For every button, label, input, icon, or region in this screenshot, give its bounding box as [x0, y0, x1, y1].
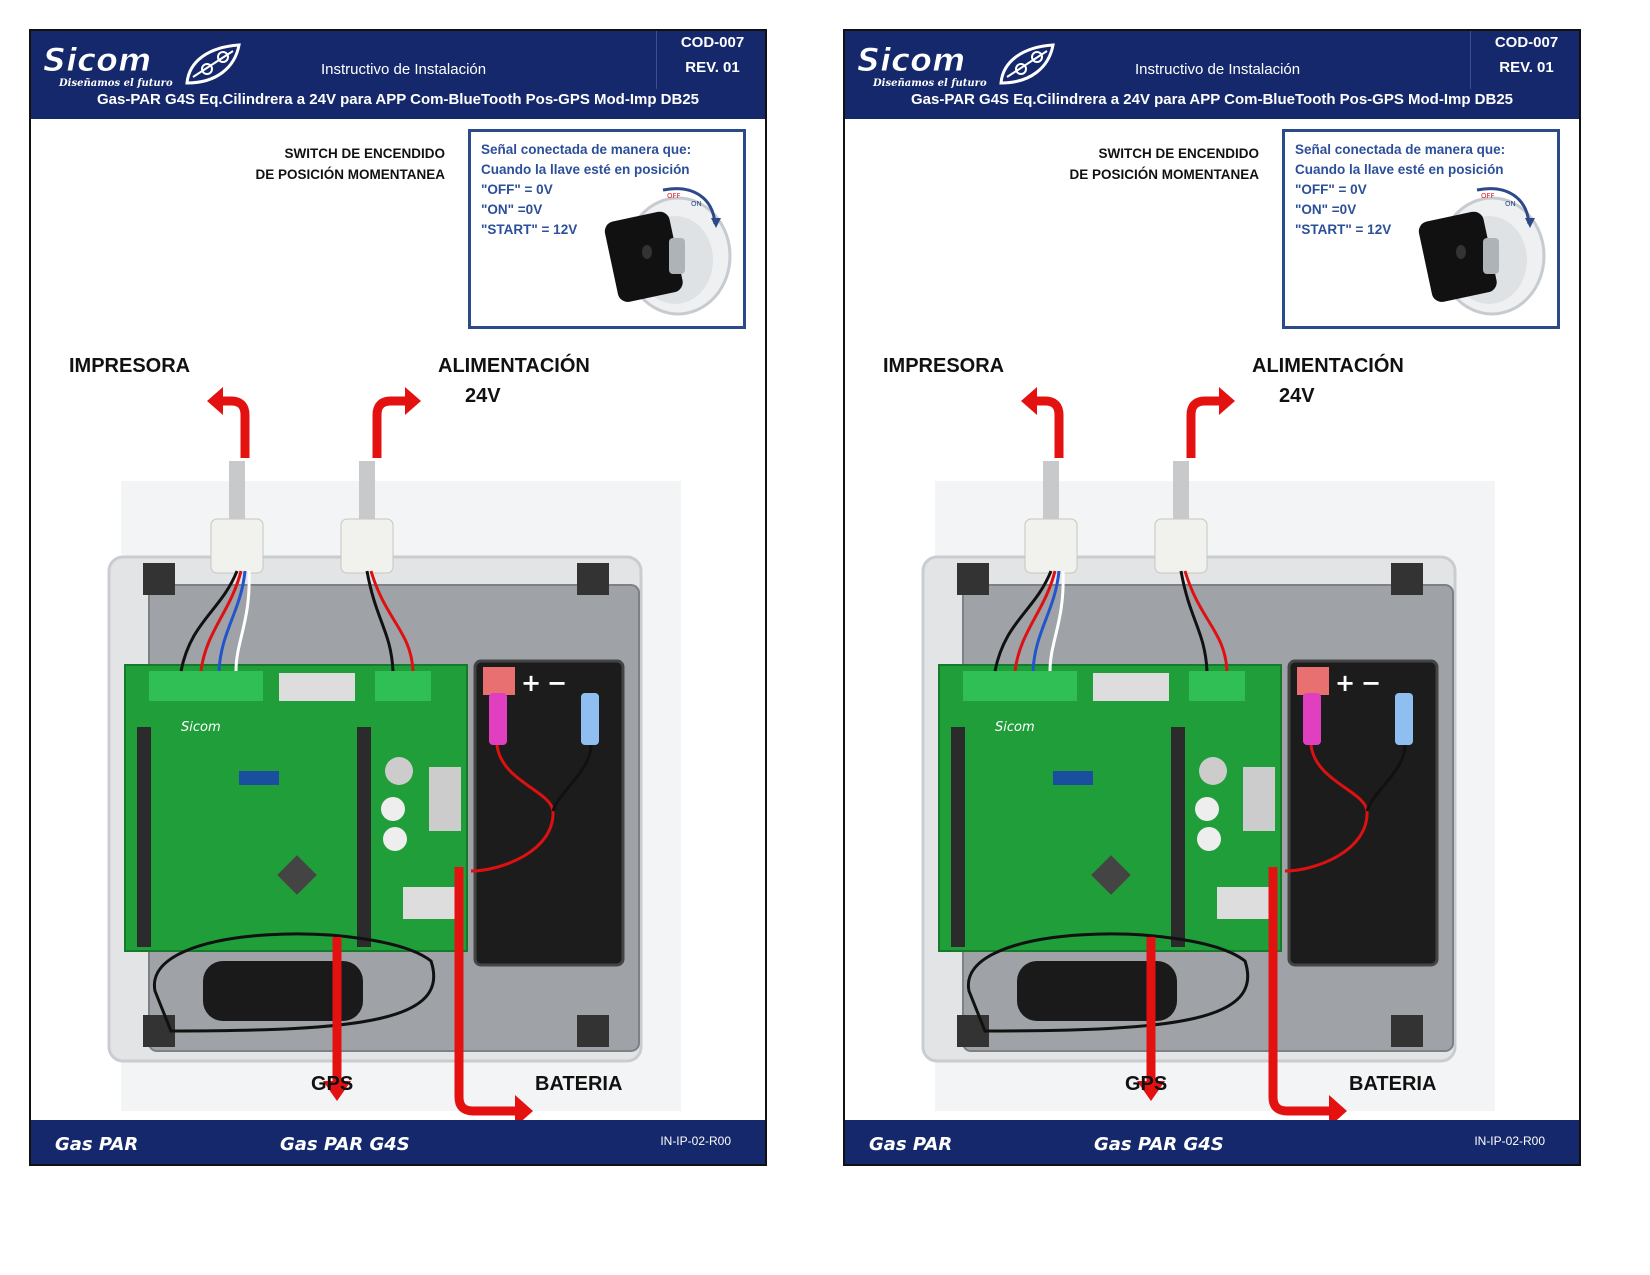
doc-id: IN-IP-02-R00: [1474, 1134, 1545, 1148]
svg-text:−: −: [1361, 669, 1381, 697]
signal-line: Cuando la llave esté en posición: [481, 162, 690, 177]
gaspar-logo: Gas PAR: [869, 1134, 952, 1155]
signal-line: "OFF" = 0V: [1295, 182, 1367, 197]
key-switch-image: OFF ON: [604, 187, 732, 316]
page-header: Sicom Diseñamos el futuro Instructivo de…: [845, 31, 1579, 119]
gps-label: GPS: [311, 1073, 354, 1095]
battery-arrow: [1268, 867, 1333, 1116]
doc-code: COD-007: [680, 34, 745, 51]
sicom-logo: Sicom Diseñamos el futuro: [857, 41, 1055, 89]
battery-arrow: [454, 867, 519, 1116]
printer-arrow: [1031, 396, 1064, 458]
signal-line: "START" = 12V: [481, 222, 578, 237]
power-voltage-label: 24V: [465, 385, 501, 407]
doc-subtitle: Gas-PAR G4S Eq.Cilindrera a 24V para APP…: [910, 91, 1514, 108]
svg-text:ON: ON: [1505, 200, 1516, 208]
gaspar-logo: Gas PAR: [55, 1134, 138, 1155]
gaspar-g4s-logo: Gas PAR G4S: [280, 1134, 410, 1155]
printer-label: IMPRESORA: [883, 355, 1005, 377]
doc-title: Instructivo de Instalación: [1135, 61, 1301, 78]
svg-text:OFF: OFF: [667, 192, 681, 200]
signal-line: "START" = 12V: [1295, 222, 1392, 237]
instruction-sheet-left: Sicom Diseñamos el futuro Instructivo de…: [29, 29, 767, 1166]
gaspar-g4s-logo: Gas PAR G4S: [1094, 1134, 1224, 1155]
doc-revision: REV. 01: [685, 59, 740, 76]
svg-text:OFF: OFF: [1481, 192, 1495, 200]
power-voltage-label: 24V: [1279, 385, 1315, 407]
brand-2-text: Gas PAR G4S: [1094, 1134, 1224, 1155]
printer-label: IMPRESORA: [69, 355, 191, 377]
switch-label: SWITCH DE ENCENDIDO DE POSICIÓN MOMENTAN…: [999, 143, 1259, 185]
svg-text:−: −: [547, 669, 567, 697]
logo-tagline: Diseñamos el futuro: [872, 78, 987, 89]
logo-text: Sicom: [857, 41, 965, 79]
doc-revision: REV. 01: [1499, 59, 1554, 76]
signal-line: Señal conectada de manera que:: [1295, 142, 1506, 157]
signal-line: "ON" =0V: [1295, 202, 1357, 217]
brand-1-text: Gas PAR: [869, 1134, 952, 1155]
power-label: ALIMENTACIÓN: [1252, 355, 1404, 377]
code-box: COD-007 REV. 01: [1470, 31, 1579, 89]
logo-text: Sicom: [43, 41, 151, 79]
brand-1-text: Gas PAR: [55, 1134, 138, 1155]
switch-label-line: DE POSICIÓN MOMENTANEA: [1069, 167, 1259, 182]
page-header: Sicom Diseñamos el futuro Instructivo de…: [31, 31, 765, 119]
key-switch-image: OFF ON: [1418, 187, 1546, 316]
signal-info-box: Señal conectada de manera que: Cuando la…: [1282, 129, 1560, 329]
wiring-diagram: Sicom + −: [107, 387, 681, 1127]
signal-info-box: Señal conectada de manera que: Cuando la…: [468, 129, 746, 329]
doc-title: Instructivo de Instalación: [321, 61, 487, 78]
signal-line: Cuando la llave esté en posición: [1295, 162, 1504, 177]
power-arrow: [372, 396, 409, 458]
switch-label: SWITCH DE ENCENDIDO DE POSICIÓN MOMENTAN…: [185, 143, 445, 185]
brand-2-text: Gas PAR G4S: [280, 1134, 410, 1155]
doc-code: COD-007: [1494, 34, 1559, 51]
sicom-logo: Sicom Diseñamos el futuro: [43, 41, 241, 89]
svg-text:Sicom: Sicom: [995, 720, 1035, 735]
gps-label: GPS: [1125, 1073, 1168, 1095]
svg-text:Sicom: Sicom: [181, 720, 221, 735]
instruction-sheet-right: Sicom Diseñamos el futuro Instructivo de…: [843, 29, 1581, 1166]
wiring-diagram: Sicom + −: [921, 387, 1495, 1127]
power-label: ALIMENTACIÓN: [438, 355, 590, 377]
switch-label-line: SWITCH DE ENCENDIDO: [284, 146, 445, 161]
svg-text:+: +: [521, 669, 541, 697]
doc-id: IN-IP-02-R00: [660, 1134, 731, 1148]
switch-label-line: DE POSICIÓN MOMENTANEA: [255, 167, 445, 182]
gps-fan: [1017, 961, 1177, 1021]
signal-line: "ON" =0V: [481, 202, 543, 217]
page-footer: Gas PAR Gas PAR G4S IN-IP-02-R00: [31, 1120, 765, 1164]
battery-label: BATERIA: [1349, 1073, 1437, 1095]
signal-line: Señal conectada de manera que:: [481, 142, 692, 157]
svg-text:ON: ON: [691, 200, 702, 208]
switch-label-line: SWITCH DE ENCENDIDO: [1098, 146, 1259, 161]
doc-subtitle: Gas-PAR G4S Eq.Cilindrera a 24V para APP…: [96, 91, 700, 108]
power-arrow: [1186, 396, 1223, 458]
svg-text:+: +: [1335, 669, 1355, 697]
logo-tagline: Diseñamos el futuro: [58, 78, 173, 89]
battery-label: BATERIA: [535, 1073, 623, 1095]
signal-line: "OFF" = 0V: [481, 182, 553, 197]
printer-arrow: [217, 396, 250, 458]
page-footer: Gas PAR Gas PAR G4S IN-IP-02-R00: [845, 1120, 1579, 1164]
gps-fan: [203, 961, 363, 1021]
code-box: COD-007 REV. 01: [656, 31, 765, 89]
